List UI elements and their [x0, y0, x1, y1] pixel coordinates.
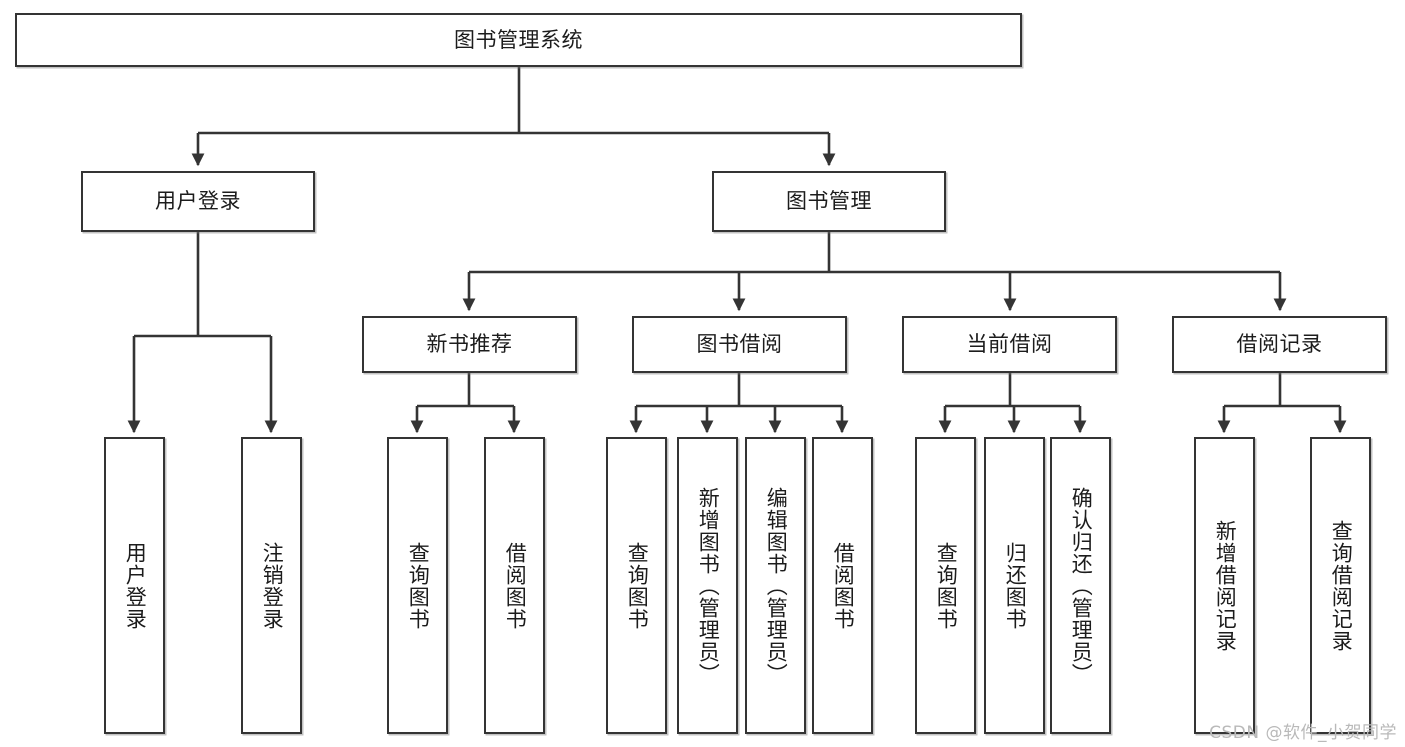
- node-leaf-user-login-label: 用户登录: [123, 541, 148, 630]
- node-leaf-add-record[interactable]: 新增借阅记录: [1194, 437, 1255, 734]
- node-leaf-borrow-book-1[interactable]: 借阅图书: [484, 437, 545, 734]
- node-book-borrow-label: 图书借阅: [696, 332, 783, 357]
- node-leaf-add-book-label: 新增图书（管理员）: [696, 486, 721, 685]
- node-leaf-logout-label: 注销登录: [260, 541, 285, 630]
- node-book-manage-label: 图书管理: [786, 189, 872, 214]
- node-leaf-borrow-book-1-label: 借阅图书: [503, 541, 528, 630]
- node-leaf-query-record[interactable]: 查询借阅记录: [1310, 437, 1371, 734]
- node-leaf-edit-book-label: 编辑图书（管理员）: [764, 486, 789, 685]
- node-leaf-confirm-return-label: 确认归还（管理员）: [1069, 486, 1094, 685]
- node-new-book-rec[interactable]: 新书推荐: [362, 316, 577, 373]
- node-book-manage[interactable]: 图书管理: [712, 171, 946, 232]
- node-user-login[interactable]: 用户登录: [81, 171, 315, 232]
- node-leaf-confirm-return[interactable]: 确认归还（管理员）: [1050, 437, 1111, 734]
- node-borrow-record-label: 借阅记录: [1236, 332, 1323, 357]
- node-borrow-record[interactable]: 借阅记录: [1172, 316, 1387, 373]
- node-user-login-label: 用户登录: [155, 189, 241, 214]
- node-leaf-query-book-1-label: 查询图书: [406, 541, 431, 630]
- node-book-borrow[interactable]: 图书借阅: [632, 316, 847, 373]
- node-root-label: 图书管理系统: [454, 27, 583, 52]
- node-leaf-return-book[interactable]: 归还图书: [984, 437, 1045, 734]
- node-leaf-query-record-label: 查询借阅记录: [1329, 519, 1354, 652]
- node-leaf-logout[interactable]: 注销登录: [241, 437, 302, 734]
- node-root[interactable]: 图书管理系统: [15, 13, 1022, 67]
- node-leaf-user-login[interactable]: 用户登录: [104, 437, 165, 734]
- node-leaf-query-book-3-label: 查询图书: [934, 541, 959, 630]
- node-leaf-borrow-book-2-label: 借阅图书: [831, 541, 856, 630]
- node-current-borrow-label: 当前借阅: [966, 332, 1053, 357]
- node-leaf-query-book-3[interactable]: 查询图书: [915, 437, 976, 734]
- node-leaf-borrow-book-2[interactable]: 借阅图书: [812, 437, 873, 734]
- node-new-book-rec-label: 新书推荐: [426, 332, 513, 357]
- node-leaf-query-book-2[interactable]: 查询图书: [606, 437, 667, 734]
- node-leaf-add-book[interactable]: 新增图书（管理员）: [677, 437, 738, 734]
- node-leaf-query-book-1[interactable]: 查询图书: [387, 437, 448, 734]
- node-leaf-return-book-label: 归还图书: [1003, 541, 1028, 630]
- node-leaf-edit-book[interactable]: 编辑图书（管理员）: [745, 437, 806, 734]
- node-leaf-add-record-label: 新增借阅记录: [1213, 519, 1238, 652]
- csdn-watermark: CSDN @软件_小贺同学: [1209, 723, 1397, 743]
- node-current-borrow[interactable]: 当前借阅: [902, 316, 1117, 373]
- node-leaf-query-book-2-label: 查询图书: [625, 541, 650, 630]
